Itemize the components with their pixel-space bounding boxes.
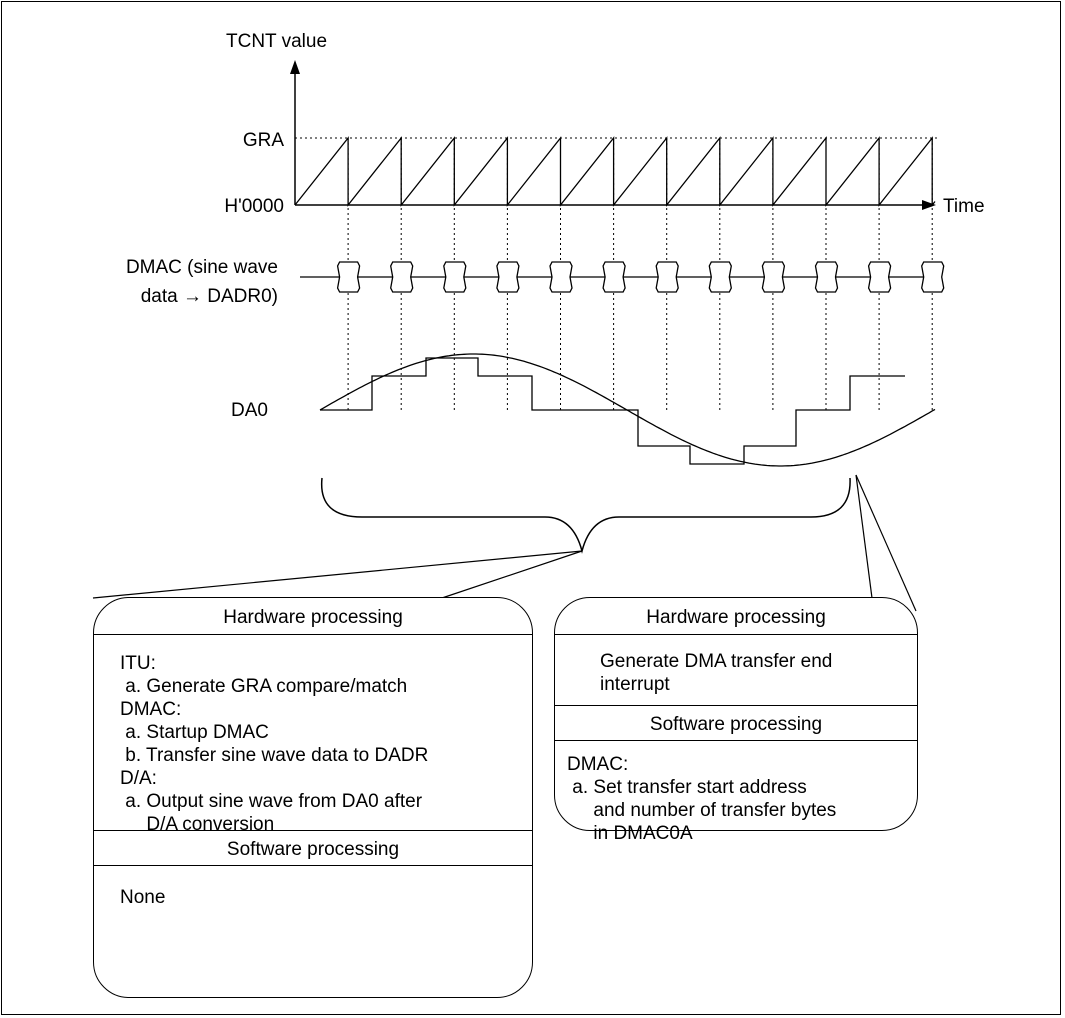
- left-divider-1: [94, 634, 532, 635]
- callout-line-left-a: [92, 550, 583, 599]
- zero-level-label: H'0000: [224, 196, 284, 217]
- dmac-transfer-hexagon: [336, 261, 361, 293]
- left-sw-body: None: [94, 866, 532, 909]
- dmac-transfer-hexagon: [814, 261, 839, 293]
- left-sw-title: Software processing: [226, 839, 400, 860]
- right-hw-line: interrupt: [600, 674, 670, 695]
- right-sw-title: Software processing: [649, 714, 823, 735]
- dmac-transfer-hexagon: [496, 261, 520, 293]
- waveforms: [294, 136, 945, 467]
- callout-line-right-b: [855, 474, 917, 612]
- brace: [320, 477, 851, 554]
- dmac-transfer-hexagon: [921, 261, 945, 293]
- da0-label: DA0: [231, 400, 268, 421]
- left-hw-line: a. Startup DMAC: [120, 722, 269, 743]
- right-sw-body: DMAC: a. Set transfer start address and …: [555, 741, 917, 845]
- left-hw-title: Hardware processing: [223, 607, 403, 628]
- dmac-transfer-hexagon: [443, 261, 467, 293]
- dmac-transfer-hexagon: [708, 261, 732, 293]
- left-divider-3: [94, 865, 532, 866]
- x-axis-arrow: [922, 200, 936, 210]
- left-hw-line: b. Transfer sine wave data to DADR: [120, 745, 429, 766]
- left-hw-line: D/A:: [120, 768, 157, 789]
- dmac-transfer-hexagon: [390, 261, 414, 293]
- dmac-transfer-hexagon: [761, 261, 786, 293]
- right-sw-line: a. Set transfer start address: [567, 777, 807, 798]
- left-divider-2: [94, 830, 532, 831]
- dmac-transfer-hexagon: [549, 261, 573, 293]
- right-sw-line: in DMAC0A: [567, 823, 693, 844]
- right-divider-3: [555, 740, 917, 741]
- dmac-transfer-hexagon: [655, 261, 679, 293]
- tcnt-sawtooth: [294, 136, 936, 207]
- right-hw-body: Generate DMA transfer end interrupt: [555, 635, 917, 705]
- dmac-label-line2: data → DADR0): [141, 286, 278, 307]
- right-processing-box: Hardware processing Generate DMA transfe…: [554, 597, 918, 844]
- left-hw-line: a. Output sine wave from DA0 after: [120, 791, 423, 812]
- time-axis-label: Time: [943, 196, 985, 217]
- right-hw-line: Generate DMA transfer end: [600, 651, 833, 672]
- left-hw-body: ITU: a. Generate GRA compare/match DMAC:…: [94, 635, 532, 835]
- left-hw-line: D/A conversion: [120, 814, 275, 835]
- da0-staircase: [320, 357, 905, 465]
- callout-line-right-a: [855, 474, 873, 599]
- right-sw-line: DMAC:: [567, 754, 629, 775]
- dmac-transfer-hexagon: [867, 261, 892, 293]
- dmac-transfer-hexagon: [602, 261, 626, 293]
- right-divider-2: [555, 705, 917, 706]
- left-hw-line: a. Generate GRA compare/match: [120, 676, 408, 697]
- left-hw-line: ITU:: [120, 653, 156, 674]
- left-processing-box: Hardware processing ITU: a. Generate GRA…: [93, 597, 533, 998]
- left-sw-line: None: [120, 887, 166, 908]
- y-axis-arrow: [290, 60, 300, 74]
- left-hw-line: DMAC:: [120, 699, 182, 720]
- right-hw-title: Hardware processing: [646, 607, 826, 628]
- right-sw-line: and number of transfer bytes: [567, 800, 837, 821]
- right-divider-1: [555, 634, 917, 635]
- gra-level-label: GRA: [243, 130, 285, 151]
- dmac-label-line1: DMAC (sine wave: [126, 257, 278, 278]
- y-axis-label: TCNT value: [226, 31, 327, 52]
- callout-line-left-b: [441, 550, 583, 599]
